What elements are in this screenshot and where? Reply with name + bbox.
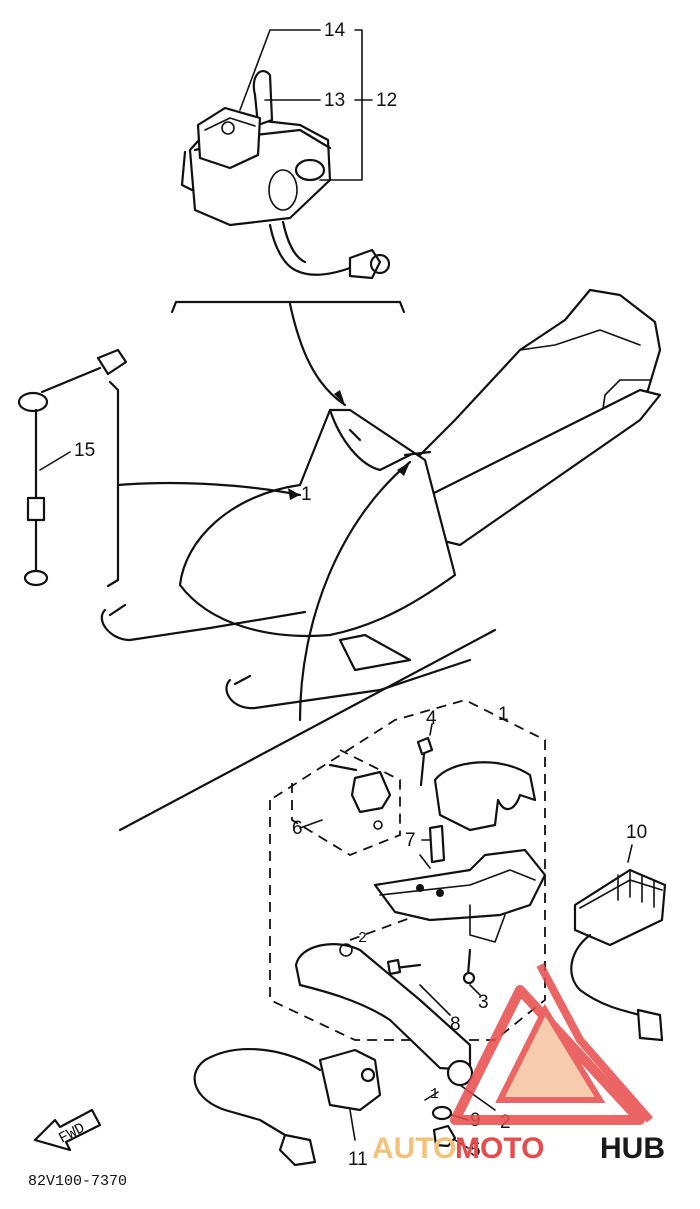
fwd-arrow-icon: FWD [33, 1108, 102, 1152]
label-6: 6 [292, 818, 303, 839]
part-4-screw: 4 [416, 708, 437, 787]
watermark-text-auto: AUTO [372, 1132, 456, 1165]
callout-12-13-14: 14 13 12 [239, 20, 397, 181]
part-7-pin: 7 [405, 824, 446, 869]
part-15-cable [17, 348, 128, 587]
label-12: 12 [376, 90, 397, 111]
upper-clamp-cover [433, 761, 537, 832]
label-2-small: 2 [358, 930, 367, 947]
part-6-block: 6 [292, 763, 392, 839]
part-12-housing [180, 70, 391, 280]
top-group-leader [288, 302, 347, 407]
part-15-leader [116, 481, 302, 497]
lower-group-leader [298, 460, 412, 722]
watermark-text-moto: MOTO [455, 1132, 544, 1165]
lever-bracket [373, 848, 547, 922]
throttle-lever [294, 943, 472, 1072]
label-15: 15 [74, 440, 95, 461]
part-15-brace [106, 380, 120, 588]
part-3-screw: 3 [462, 948, 489, 1013]
snowmobile-body [100, 288, 662, 832]
part-10-module: 10 [570, 822, 667, 1042]
label-7: 7 [405, 830, 416, 851]
part-8-bolt: 8 [386, 958, 461, 1035]
label-1-hood: 1 [301, 484, 312, 505]
label-10: 10 [626, 822, 647, 843]
label-1: 1 [498, 704, 509, 725]
group-1-outline: 1 [269, 699, 546, 1041]
drawing-code: 82V100-7370 [28, 1173, 127, 1190]
label-4: 4 [426, 708, 437, 729]
part-11-switch: 11 [193, 1048, 382, 1170]
label-13: 13 [324, 90, 345, 111]
label-14: 14 [324, 20, 346, 41]
watermark-text-hub: HUB [600, 1132, 665, 1165]
label-11: 11 [348, 1149, 368, 1170]
top-group-brace [170, 300, 406, 314]
label-5: 5 [470, 1140, 481, 1161]
label-3: 3 [478, 992, 489, 1013]
label-8: 8 [450, 1014, 461, 1035]
watermark-logo [450, 963, 654, 1125]
label-1-small: 1 [430, 1086, 439, 1103]
